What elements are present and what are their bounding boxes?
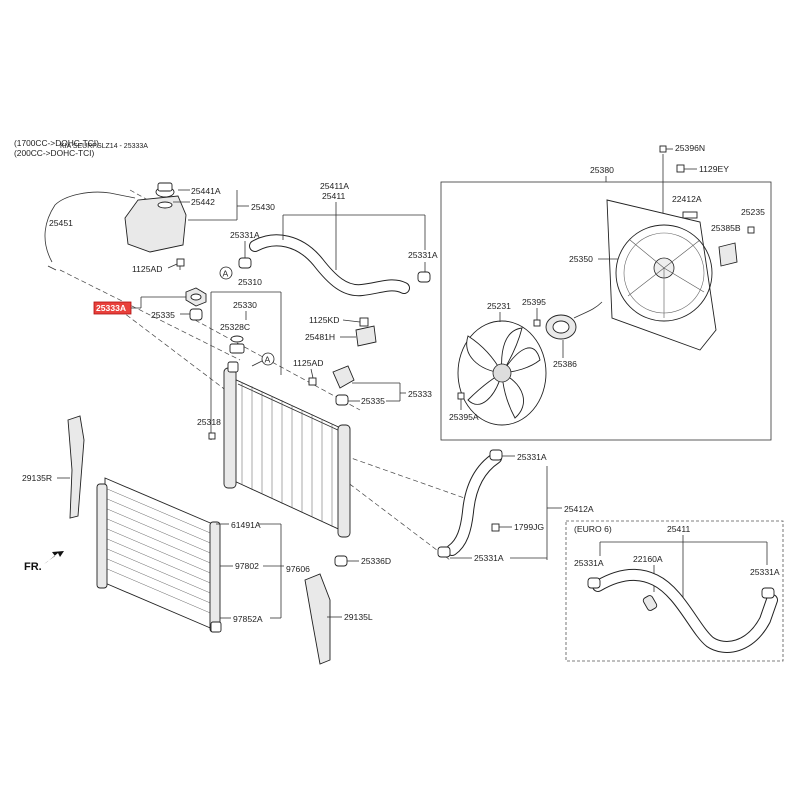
header-line-2: (200CC->DOHC-TCI) xyxy=(14,148,94,158)
air-guard-right[interactable] xyxy=(67,415,85,519)
label-25335-b: 25335 xyxy=(361,396,385,406)
label-22160A: 22160A xyxy=(633,554,663,564)
label-25441A: 25441A xyxy=(191,186,221,196)
bolt-icon xyxy=(308,377,317,386)
label-1129EY: 1129EY xyxy=(699,164,729,174)
clip-22412A[interactable] xyxy=(682,211,698,219)
label-1799JG: 1799JG xyxy=(514,522,544,532)
euro6-box xyxy=(565,520,784,662)
hose-clamp-a[interactable] xyxy=(238,257,252,269)
hose-clamp-e[interactable] xyxy=(587,577,601,589)
label-25395A: 25395A xyxy=(449,412,479,422)
label-97852A: 97852A xyxy=(233,614,263,624)
label-25331A-d: 25331A xyxy=(474,553,504,563)
label-25396N: 25396N xyxy=(675,143,705,153)
label-29135R: 29135R xyxy=(22,473,52,483)
front-arrow-icon xyxy=(44,551,64,564)
label-25333A[interactable]: 25333A xyxy=(96,303,126,313)
radiator-core[interactable] xyxy=(223,361,351,538)
label-25231: 25231 xyxy=(487,301,511,311)
bolt-icon xyxy=(659,145,667,153)
cap-25333[interactable] xyxy=(332,365,355,389)
bracket-25481H[interactable] xyxy=(355,325,377,347)
label-25411: 25411 xyxy=(322,191,345,201)
label-25310: 25310 xyxy=(238,277,262,287)
hose-clamp-f[interactable] xyxy=(761,587,775,599)
label-25331A-a: 25331A xyxy=(230,230,260,240)
label-25336D: 25336D xyxy=(361,556,391,566)
label-25330: 25330 xyxy=(233,300,257,310)
label-25331A-f: 25331A xyxy=(750,567,780,577)
bolt-icon xyxy=(208,432,216,440)
reservoir-tank[interactable] xyxy=(124,182,187,253)
label-25451: 25451 xyxy=(49,218,73,228)
hose-clamp-d[interactable] xyxy=(437,546,451,558)
header-line-1: (1700CC->DOHC-TCI) xyxy=(14,138,99,148)
callout-a-2: A xyxy=(261,352,275,366)
bolt-icon xyxy=(747,226,755,234)
radiator-cap[interactable] xyxy=(185,287,207,307)
label-25395: 25395 xyxy=(522,297,546,307)
fan-assembly-box xyxy=(440,181,772,441)
label-25235: 25235 xyxy=(741,207,765,217)
label-97606: 97606 xyxy=(286,564,310,574)
label-97802: 97802 xyxy=(235,561,259,571)
label-25331A-b: 25331A xyxy=(408,250,438,260)
label-25331A-c: 25331A xyxy=(517,452,547,462)
label-25430: 25430 xyxy=(251,202,275,212)
bolt-icon xyxy=(491,523,500,532)
label-29135L: 29135L xyxy=(344,612,373,622)
drain-plug[interactable] xyxy=(229,335,245,354)
bolt-icon xyxy=(359,317,369,327)
label-25412A: 25412A xyxy=(564,504,594,514)
label-1125KD: 1125KD xyxy=(309,315,339,325)
label-25411-e: 25411 xyxy=(667,524,690,534)
seal-ring[interactable] xyxy=(189,308,203,321)
reservoir-hose[interactable] xyxy=(44,191,136,263)
label-25386: 25386 xyxy=(553,359,577,369)
air-guard-left[interactable] xyxy=(304,573,331,665)
label-25350: 25350 xyxy=(569,254,593,264)
label-25331A-e: 25331A xyxy=(574,558,604,568)
mount-25336D[interactable] xyxy=(334,555,348,567)
bolt-icon xyxy=(676,164,685,173)
resistor-25385B[interactable] xyxy=(718,242,738,267)
hose-clamp-c[interactable] xyxy=(489,449,503,461)
fan-shroud[interactable] xyxy=(606,199,717,351)
pipe-22160A[interactable] xyxy=(642,594,658,611)
svg-text:A: A xyxy=(265,355,271,365)
label-61491A: 61491A xyxy=(231,520,261,530)
bolt-icon xyxy=(210,621,222,633)
label-22412A: 22412A xyxy=(672,194,702,204)
label-25442: 25442 xyxy=(191,197,215,207)
fan-motor[interactable] xyxy=(545,301,603,340)
front-marker: FR. xyxy=(24,561,42,573)
callout-a-1: A xyxy=(219,266,233,280)
label-25335-a: 25335 xyxy=(151,310,175,320)
condenser[interactable] xyxy=(96,477,221,633)
bolt-icon xyxy=(533,319,541,327)
hose-clamp-b[interactable] xyxy=(417,271,431,283)
label-1125AD-a: 1125AD xyxy=(132,264,162,274)
label-25333: 25333 xyxy=(408,389,432,399)
bolt-icon xyxy=(457,392,465,400)
label-1125AD-b: 1125AD xyxy=(293,358,323,368)
label-25318: 25318 xyxy=(197,417,221,427)
label-25385B: 25385B xyxy=(711,223,741,233)
seal-25335[interactable] xyxy=(335,394,349,406)
label-25328C: 25328C xyxy=(220,322,250,332)
bolt-icon xyxy=(176,258,185,270)
label-euro6: (EURO 6) xyxy=(574,524,612,534)
label-25380: 25380 xyxy=(590,165,614,175)
svg-text:A: A xyxy=(223,269,229,279)
header-overlay: KIA SEURPSLZ14 - 25333A xyxy=(60,143,148,150)
fan-blade[interactable] xyxy=(457,320,547,426)
label-25411A: 25411A xyxy=(320,181,349,191)
label-25481H: 25481H xyxy=(305,332,335,342)
